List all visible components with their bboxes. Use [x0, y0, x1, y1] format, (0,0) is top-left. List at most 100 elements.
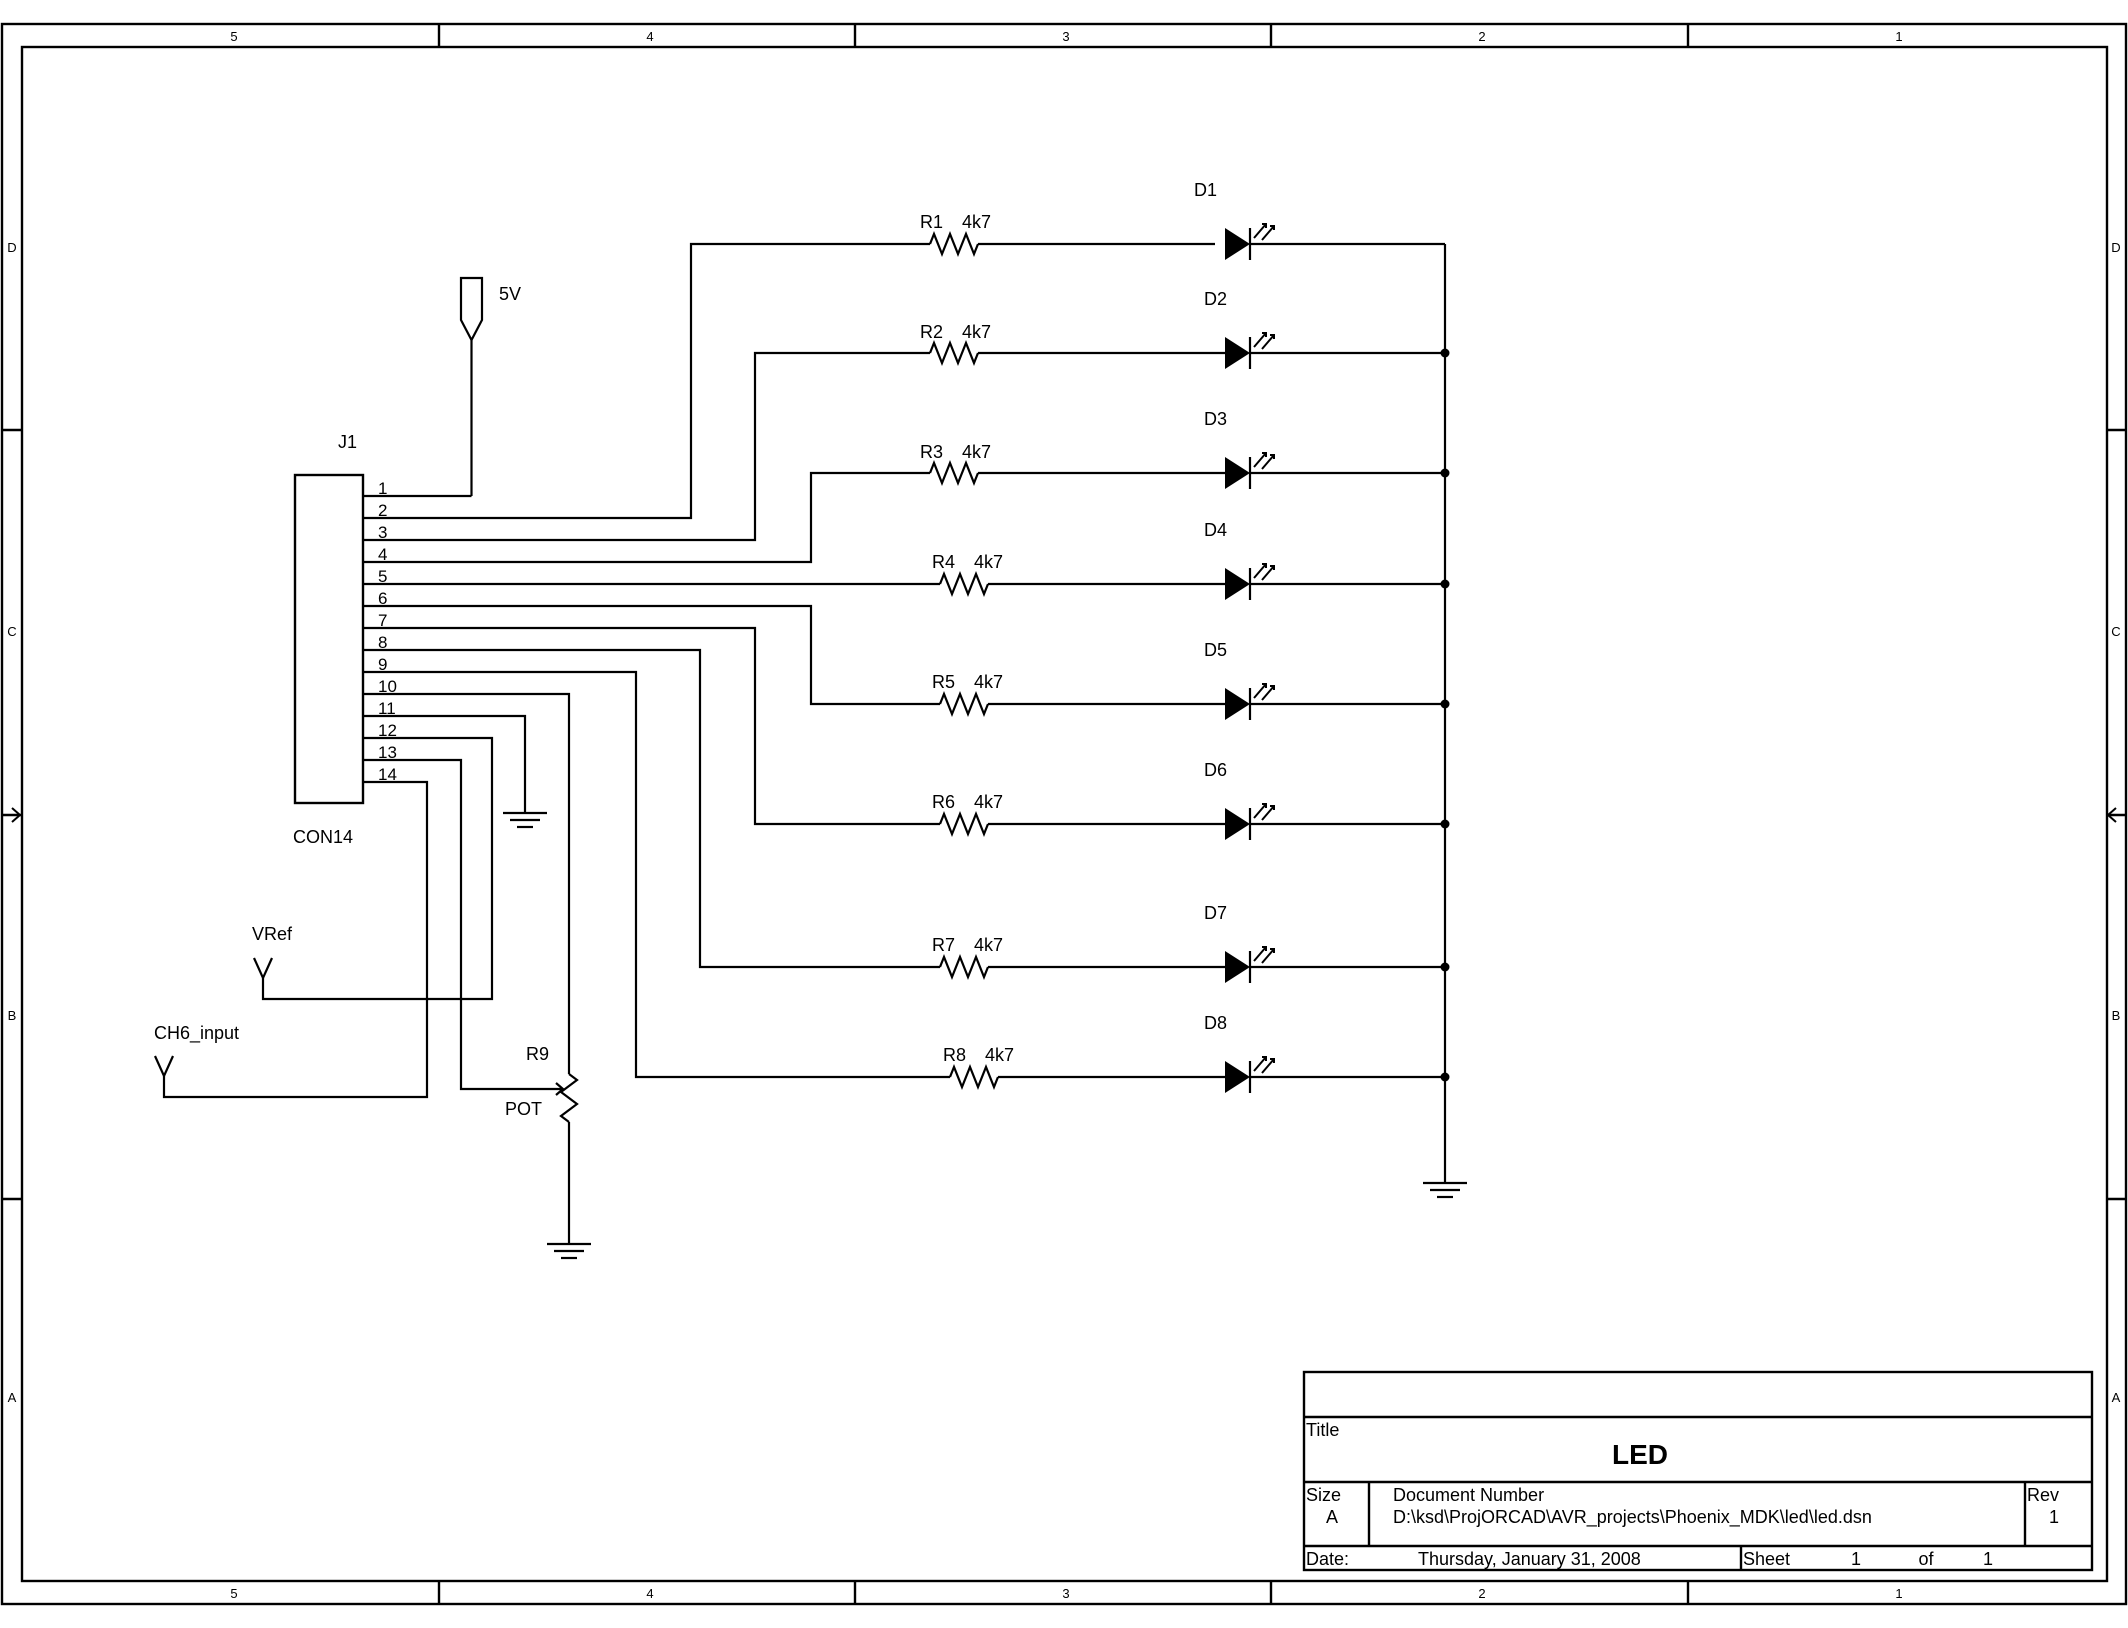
led-d7[interactable]: D7 — [1204, 903, 1275, 983]
led-d1[interactable]: D1 — [1194, 180, 1275, 260]
resistor-r2-ref: R2 — [920, 322, 943, 342]
connector-j1-pin-label: 7 — [378, 611, 387, 630]
resistor-r8-value: 4k7 — [985, 1045, 1014, 1065]
title-block: Title LED Size A Document Number D:\ksd\… — [1302, 1370, 2094, 1572]
connector-j1-pin-label: 13 — [378, 743, 397, 762]
resistor-r5[interactable]: R5 4k7 — [932, 672, 1003, 717]
junction-dot — [1440, 699, 1450, 709]
connector-j1-pin-label: 9 — [378, 655, 387, 674]
led-d4[interactable]: D4 — [1204, 520, 1275, 600]
zone-col-bottom-1: 5 — [230, 1586, 237, 1601]
connector-j1-pin-label: 14 — [378, 765, 397, 784]
zone-col-top-2: 4 — [646, 29, 653, 44]
connector-j1-pin-label: 8 — [378, 633, 387, 652]
led-d8[interactable]: D8 — [1204, 1013, 1275, 1093]
sheet-total: 1 — [1983, 1549, 1993, 1569]
zone-row-left-a: A — [8, 1390, 17, 1405]
size-label: Size — [1306, 1485, 1341, 1505]
potentiometer-r9-ref: R9 — [526, 1044, 549, 1064]
zone-col-bottom-5: 1 — [1895, 1586, 1902, 1601]
resistor-r7-ref: R7 — [932, 935, 955, 955]
connector-j1-pin-label: 4 — [378, 545, 387, 564]
port-ch6-input-label: CH6_input — [154, 1023, 239, 1044]
connector-j1-pin-label: 6 — [378, 589, 387, 608]
rev-label: Rev — [2027, 1485, 2059, 1505]
ground-icon — [1423, 1175, 1467, 1199]
resistor-r4[interactable]: R4 4k7 — [932, 552, 1003, 597]
junctions — [1440, 348, 1450, 1082]
resistor-r5-ref: R5 — [932, 672, 955, 692]
resistor-r8-ref: R8 — [943, 1045, 966, 1065]
connector-j1-pin-leads — [363, 494, 398, 784]
junction-dot — [1440, 468, 1450, 478]
sheet-of-label: of — [1918, 1549, 1934, 1569]
power-flag-5v-label: 5V — [499, 284, 521, 304]
junction-dot — [1440, 962, 1450, 972]
resistor-r8[interactable]: R8 4k7 — [943, 1045, 1014, 1090]
led-d8-ref: D8 — [1204, 1013, 1227, 1033]
page-title: LED — [1612, 1439, 1668, 1470]
port-vref-label: VRef — [252, 924, 293, 944]
ground-icon — [503, 805, 547, 829]
resistor-r3[interactable]: R3 4k7 — [920, 442, 991, 486]
led-d5[interactable]: D5 — [1204, 640, 1275, 720]
led-d5-ref: D5 — [1204, 640, 1227, 660]
connector-j1-body — [293, 473, 365, 805]
sheet-label: Sheet — [1743, 1549, 1790, 1569]
document-number-value: D:\ksd\ProjORCAD\AVR_projects\Phoenix_MD… — [1393, 1507, 1872, 1528]
resistor-r6[interactable]: R6 4k7 — [932, 792, 1003, 837]
resistor-r7-value: 4k7 — [974, 935, 1003, 955]
zone-labels: 5 4 3 2 1 5 4 3 2 1 D C B A D C B A — [7, 29, 2120, 1601]
connector-j1-value: CON14 — [293, 827, 353, 847]
zone-col-bottom-3: 3 — [1062, 1586, 1069, 1601]
connector-j1-pin-label: 3 — [378, 523, 387, 542]
connector-j1-ref: J1 — [338, 432, 357, 452]
led-d1-ref: D1 — [1194, 180, 1217, 200]
led-d4-ref: D4 — [1204, 520, 1227, 540]
document-number-label: Document Number — [1393, 1485, 1544, 1505]
junction-dot — [1440, 1072, 1450, 1082]
resistor-r3-value: 4k7 — [962, 442, 991, 462]
resistor-r1-value: 4k7 — [962, 212, 991, 232]
led-d6-ref: D6 — [1204, 760, 1227, 780]
zone-col-top-1: 5 — [230, 29, 237, 44]
ground-icon — [547, 1236, 591, 1260]
zone-col-top-3: 3 — [1062, 29, 1069, 44]
resistor-r3-ref: R3 — [920, 442, 943, 462]
zone-row-right-d: D — [2111, 240, 2120, 255]
connector-j1-pin-label: 12 — [378, 721, 397, 740]
junction-dot — [1440, 579, 1450, 589]
rev-value: 1 — [2049, 1507, 2059, 1527]
sheet-number: 1 — [1851, 1549, 1861, 1569]
port-vref[interactable]: VRef — [252, 924, 293, 982]
zone-row-right-c: C — [2111, 624, 2120, 639]
power-flag-5v[interactable]: 5V — [398, 276, 521, 498]
led-d3[interactable]: D3 — [1204, 409, 1275, 489]
wires — [162, 242, 1447, 1175]
sheet-border — [0, 22, 2128, 1606]
potentiometer-r9[interactable]: R9 POT — [505, 1044, 579, 1236]
connector-j1-pin-label: 1 — [378, 479, 387, 498]
zone-row-left-c: C — [7, 624, 16, 639]
connector-j1-pin-label: 10 — [378, 677, 397, 696]
resistor-r4-ref: R4 — [932, 552, 955, 572]
connector-j1[interactable]: J1 CON14 1 2 3 4 5 6 7 8 9 10 11 12 — [293, 432, 398, 847]
led-d2[interactable]: D2 — [1204, 289, 1275, 369]
resistor-r6-ref: R6 — [932, 792, 955, 812]
port-ch6-input[interactable]: CH6_input — [153, 1023, 239, 1080]
resistor-r5-value: 4k7 — [974, 672, 1003, 692]
resistor-r6-value: 4k7 — [974, 792, 1003, 812]
junction-dot — [1440, 348, 1450, 358]
connector-j1-pin-label: 5 — [378, 567, 387, 586]
zone-col-bottom-4: 2 — [1478, 1586, 1485, 1601]
zone-row-left-b: B — [8, 1008, 17, 1023]
zone-col-top-5: 1 — [1895, 29, 1902, 44]
led-d6[interactable]: D6 — [1204, 760, 1275, 840]
resistor-r1-ref: R1 — [920, 212, 943, 232]
resistor-r1[interactable]: R1 4k7 — [920, 212, 991, 257]
connector-j1-pin-label: 11 — [378, 699, 396, 718]
resistor-r2[interactable]: R2 4k7 — [920, 322, 991, 366]
resistor-r7[interactable]: R7 4k7 — [932, 935, 1003, 980]
zone-col-top-4: 2 — [1478, 29, 1485, 44]
